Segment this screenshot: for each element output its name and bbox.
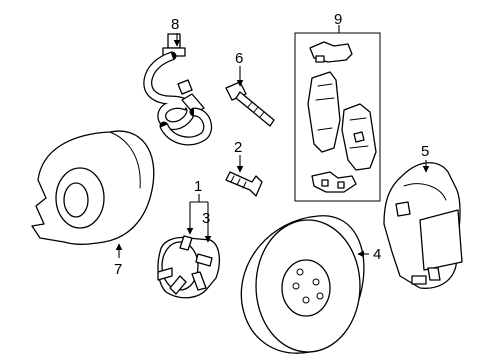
callout-8: 8 <box>171 16 179 33</box>
callout-6: 6 <box>235 50 243 67</box>
splash-shield <box>31 130 155 245</box>
brake-caliper <box>383 162 463 289</box>
callout-7: 7 <box>114 261 122 278</box>
leader-1 <box>189 194 209 238</box>
callout-3: 3 <box>202 210 210 227</box>
brake-hose <box>143 33 213 146</box>
leader-lines <box>115 25 430 258</box>
callout-2: 2 <box>234 139 242 156</box>
caliper-bolt <box>225 81 275 127</box>
wheel-hub <box>157 235 221 299</box>
callout-9: 9 <box>334 11 342 28</box>
pad-kit-box <box>294 32 381 202</box>
callout-1: 1 <box>194 178 202 195</box>
brake-rotor <box>240 215 365 354</box>
callout-5: 5 <box>421 143 429 160</box>
wheel-stud <box>225 171 263 197</box>
callout-4: 4 <box>373 246 381 263</box>
